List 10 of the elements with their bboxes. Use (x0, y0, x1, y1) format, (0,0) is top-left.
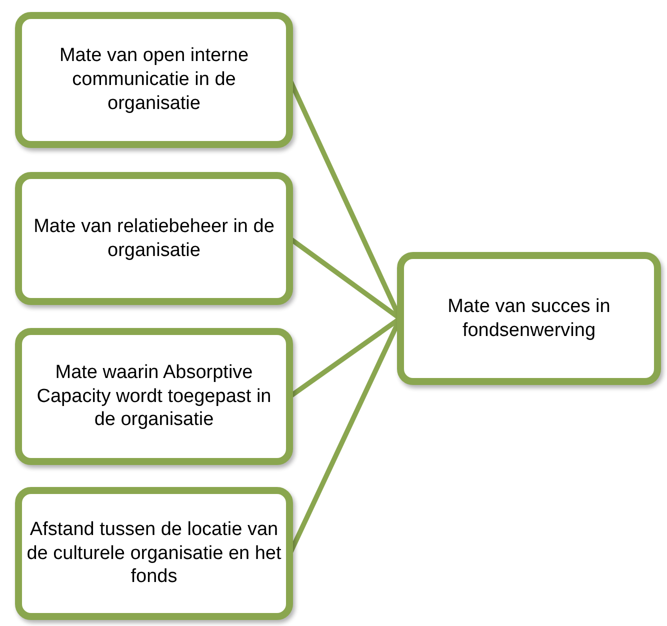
rounded-box (15, 328, 293, 465)
box-text: Mate van relatiebeheer in de organisatie (32, 214, 276, 262)
rounded-box (15, 172, 293, 305)
box-text: Mate van succes in fondsenwerving (446, 294, 612, 342)
box-text: Mate van open interne communicatie in de organisatie (58, 44, 250, 116)
rounded-box (15, 487, 293, 620)
rounded-box (15, 12, 293, 148)
box-text: Mate waarin Absorptive Capacity wordt toegepast in de organisatie (36, 360, 272, 432)
rounded-box (397, 252, 661, 385)
box-text: Afstand tussen de locatie van de culturele organisatie en het fonds (26, 518, 282, 590)
